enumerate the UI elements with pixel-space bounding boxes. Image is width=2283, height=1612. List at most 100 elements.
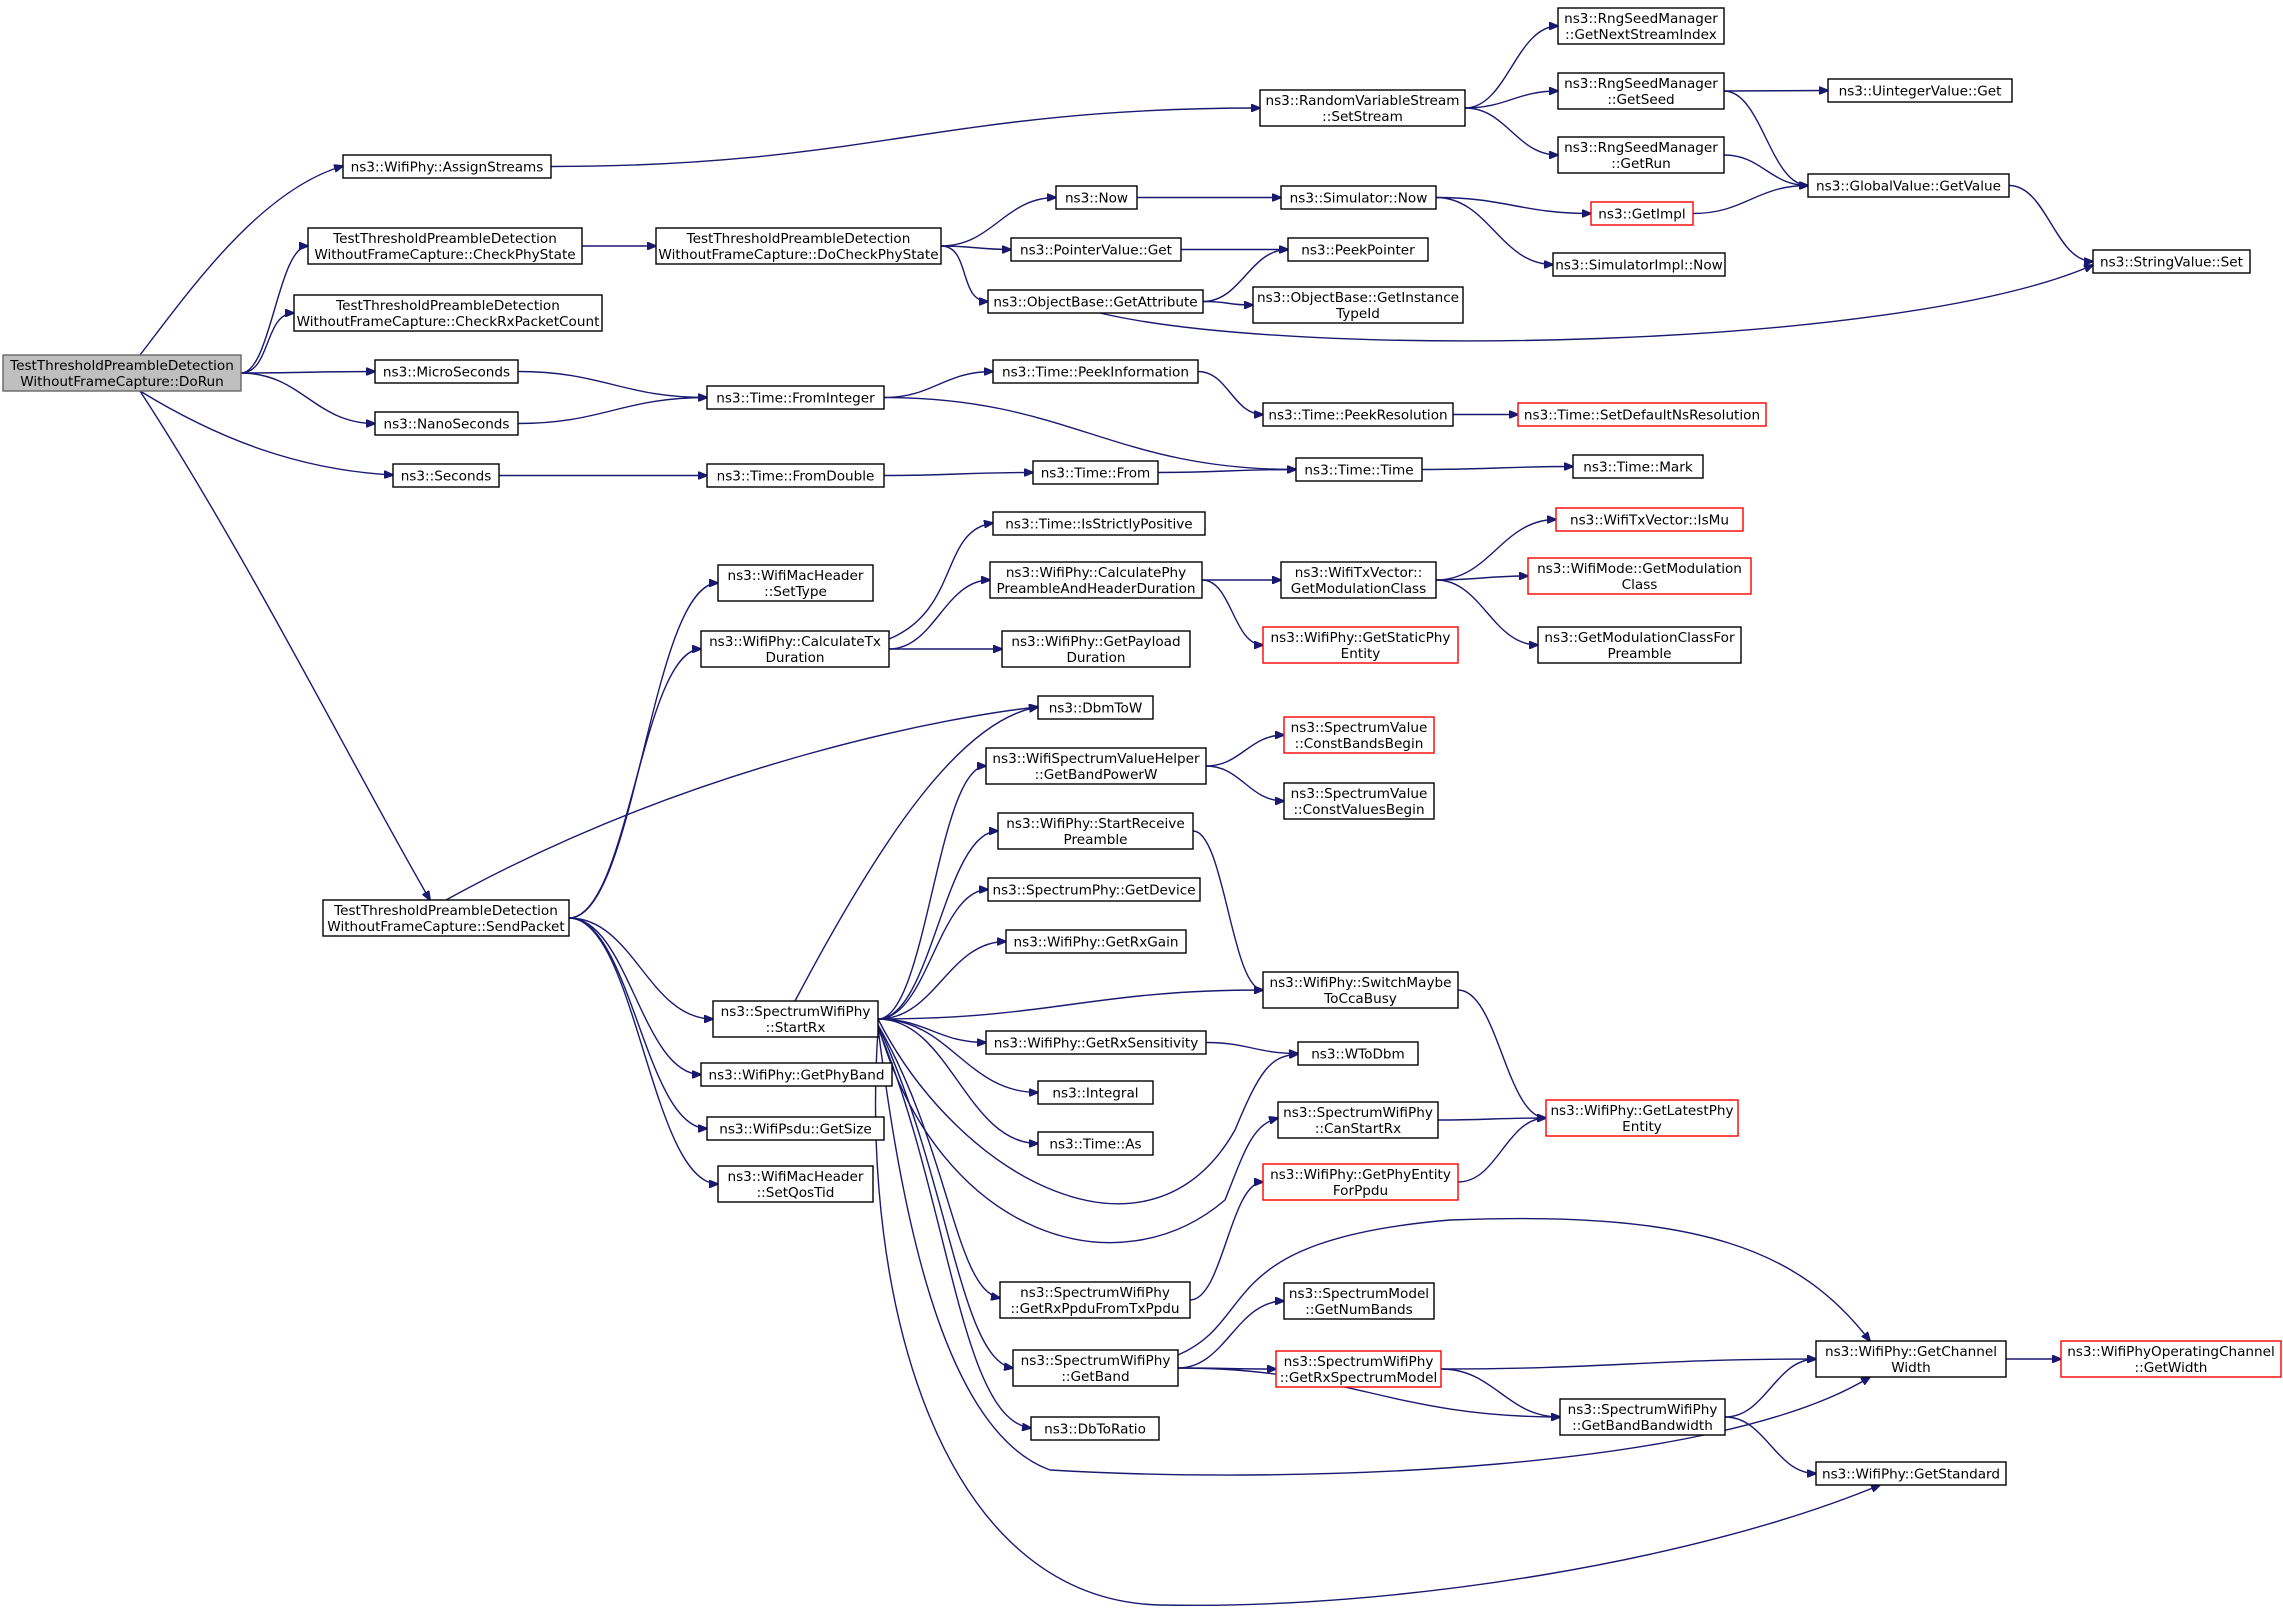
function-node[interactable]: ns3::WifiPhyOperatingChannel::GetWidth <box>2060 1340 2282 1378</box>
function-node[interactable]: ns3::RngSeedManager::GetNextStreamIndex <box>1557 7 1725 45</box>
node-box[interactable] <box>1252 286 1464 324</box>
node-box[interactable] <box>717 1165 874 1203</box>
function-node[interactable]: ns3::WifiTxVector::IsMu <box>1555 507 1744 532</box>
function-node[interactable]: ns3::SimulatorImpl::Now <box>1552 252 1726 277</box>
node-box[interactable] <box>985 1030 1207 1055</box>
node-box[interactable] <box>999 1281 1191 1319</box>
node-box[interactable] <box>322 899 570 937</box>
function-node[interactable]: ns3::Integral <box>1037 1080 1154 1105</box>
function-node[interactable]: ns3::UintegerValue::Get <box>1827 78 2013 103</box>
node-box[interactable] <box>1037 695 1154 720</box>
function-node[interactable]: ns3::Seconds <box>392 463 500 488</box>
node-box[interactable] <box>1277 1101 1439 1139</box>
node-box[interactable] <box>1537 626 1742 664</box>
function-node[interactable]: TestThresholdPreambleDetectionWithoutFra… <box>307 227 583 265</box>
node-box[interactable] <box>655 227 942 265</box>
node-box[interactable] <box>1555 507 1744 532</box>
function-node[interactable]: ns3::SpectrumValue::ConstValuesBegin <box>1283 782 1435 820</box>
function-node[interactable]: ns3::WifiPhy::GetStandard <box>1815 1461 2007 1486</box>
node-box[interactable] <box>1280 561 1437 599</box>
node-box[interactable] <box>1280 185 1437 210</box>
function-node[interactable]: ns3::PointerValue::Get <box>1010 237 1182 262</box>
function-node[interactable]: ns3::WifiPhy::GetRxSensitivity <box>985 1030 1207 1055</box>
node-box[interactable] <box>1807 173 2010 198</box>
node-box[interactable] <box>700 630 890 668</box>
function-node[interactable]: ns3::SpectrumWifiPhy::GetBand <box>1012 1349 1179 1387</box>
function-node[interactable]: ns3::Time::Time <box>1295 457 1423 482</box>
function-node[interactable]: ns3::Time::As <box>1037 1131 1154 1156</box>
node-box[interactable] <box>1010 237 1182 262</box>
function-node[interactable]: ns3::NanoSeconds <box>374 411 519 436</box>
node-box[interactable] <box>1283 782 1435 820</box>
function-node[interactable]: ns3::PeekPointer <box>1287 237 1429 262</box>
node-box[interactable] <box>2092 249 2251 274</box>
function-node[interactable]: ns3::MicroSeconds <box>374 359 519 384</box>
node-box[interactable] <box>1037 1131 1154 1156</box>
function-node[interactable]: ns3::WifiSpectrumValueHelper::GetBandPow… <box>985 747 1207 785</box>
node-box[interactable] <box>1297 1041 1419 1066</box>
function-node[interactable]: ns3::Time::IsStrictlyPositive <box>992 511 1206 536</box>
node-box[interactable] <box>374 411 519 436</box>
node-box[interactable] <box>1032 460 1159 485</box>
node-box[interactable] <box>712 1000 879 1038</box>
function-node[interactable]: ns3::SpectrumModel::GetNumBands <box>1283 1282 1435 1320</box>
node-box[interactable] <box>1827 78 2013 103</box>
function-node[interactable]: ns3::WifiMacHeader::SetQosTid <box>717 1165 874 1203</box>
node-box[interactable] <box>1005 929 1187 954</box>
node-box[interactable] <box>989 561 1203 599</box>
node-box[interactable] <box>985 747 1207 785</box>
function-node[interactable]: ns3::Time::FromDouble <box>706 463 885 488</box>
function-node[interactable]: ns3::SpectrumPhy::GetDevice <box>987 877 1201 902</box>
node-box[interactable] <box>1295 457 1423 482</box>
node-box[interactable] <box>1030 1416 1160 1441</box>
node-box[interactable] <box>987 289 1204 314</box>
node-box[interactable] <box>1557 72 1725 110</box>
function-node[interactable]: ns3::Time::FromInteger <box>706 385 885 410</box>
function-node[interactable]: ns3::DbmToW <box>1037 695 1154 720</box>
node-box[interactable] <box>1552 252 1726 277</box>
function-node[interactable]: ns3::StringValue::Set <box>2092 249 2251 274</box>
function-node[interactable]: ns3::DbToRatio <box>1030 1416 1160 1441</box>
function-node[interactable]: ns3::WifiPhy::CalculatePhyPreambleAndHea… <box>989 561 1203 599</box>
node-box[interactable] <box>1545 1099 1739 1137</box>
node-box[interactable] <box>1815 1461 2007 1486</box>
function-node[interactable]: ns3::SpectrumWifiPhy::GetRxPpduFromTxPpd… <box>999 1281 1191 1319</box>
function-node[interactable]: ns3::WifiMode::GetModulationClass <box>1527 557 1752 595</box>
node-box[interactable] <box>706 1116 885 1141</box>
function-node[interactable]: ns3::SpectrumWifiPhy::CanStartRx <box>1277 1101 1439 1139</box>
node-box[interactable] <box>1287 237 1429 262</box>
function-node[interactable]: ns3::SpectrumWifiPhy::StartRx <box>712 1000 879 1038</box>
function-node[interactable]: TestThresholdPreambleDetectionWithoutFra… <box>655 227 942 265</box>
node-box[interactable] <box>700 1062 893 1087</box>
function-node[interactable]: ns3::SpectrumWifiPhy::GetBandBandwidth <box>1559 1398 1726 1436</box>
function-node[interactable]: ns3::Simulator::Now <box>1280 185 1437 210</box>
function-node[interactable]: ns3::Time::PeekInformation <box>992 359 1199 384</box>
function-node[interactable]: ns3::WifiTxVector::GetModulationClass <box>1280 561 1437 599</box>
node-box[interactable] <box>1259 89 1466 127</box>
node-box[interactable] <box>706 385 885 410</box>
function-node[interactable]: ns3::WifiPsdu::GetSize <box>706 1116 885 1141</box>
function-node[interactable]: TestThresholdPreambleDetectionWithoutFra… <box>2 354 242 392</box>
node-box[interactable] <box>992 359 1199 384</box>
function-node[interactable]: ns3::WToDbm <box>1297 1041 1419 1066</box>
node-box[interactable] <box>1262 626 1459 664</box>
node-box[interactable] <box>992 511 1206 536</box>
function-node[interactable]: ns3::WifiPhy::GetRxGain <box>1005 929 1187 954</box>
node-box[interactable] <box>1055 185 1138 210</box>
function-node[interactable]: ns3::GlobalValue::GetValue <box>1807 173 2010 198</box>
node-box[interactable] <box>1559 1398 1726 1436</box>
function-node[interactable]: ns3::WifiPhy::AssignStreams <box>342 154 552 179</box>
function-node[interactable]: TestThresholdPreambleDetectionWithoutFra… <box>293 294 603 332</box>
node-box[interactable] <box>1590 201 1694 226</box>
node-box[interactable] <box>1262 971 1459 1009</box>
function-node[interactable]: ns3::SpectrumValue::ConstBandsBegin <box>1283 716 1435 754</box>
node-box[interactable] <box>1283 1282 1435 1320</box>
node-box[interactable] <box>1527 557 1752 595</box>
